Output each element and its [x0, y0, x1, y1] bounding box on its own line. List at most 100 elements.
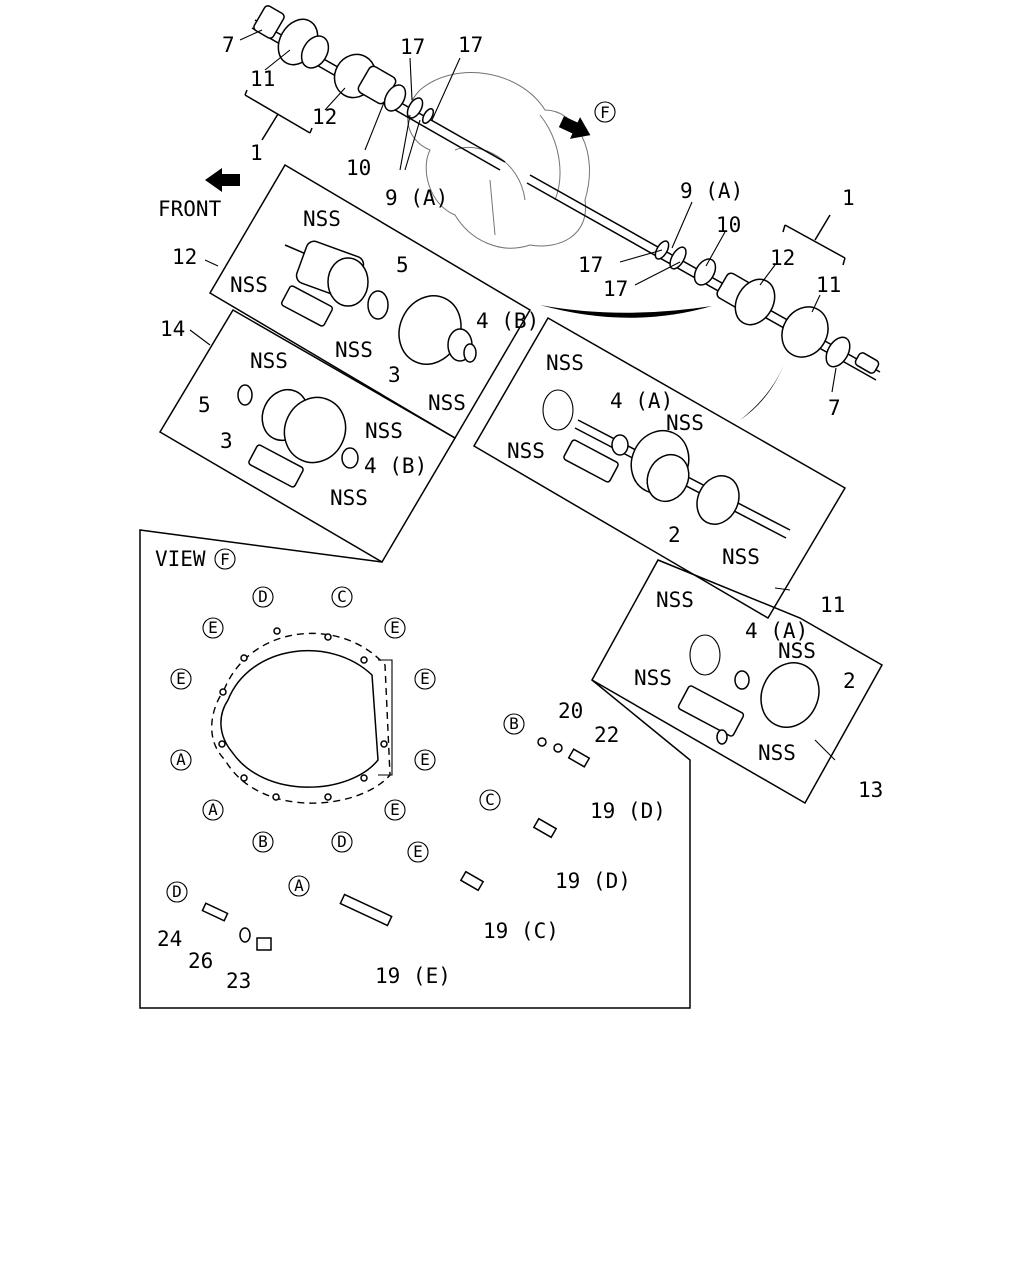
- marker-letter-d: D: [172, 882, 182, 901]
- nss-12-d: NSS: [428, 391, 466, 415]
- callout-12-top: 12: [312, 105, 337, 129]
- marker-letter-e: E: [420, 750, 430, 769]
- marker-letter-d: D: [258, 587, 268, 606]
- marker-letter-a: A: [294, 876, 304, 895]
- callout-22: 22: [594, 723, 619, 747]
- nss-12-a: NSS: [303, 207, 341, 231]
- view-f-panel: [139, 529, 691, 1009]
- nss-14-a: NSS: [250, 349, 288, 373]
- nss-11-a: NSS: [546, 351, 584, 375]
- marker-circle: [252, 586, 274, 608]
- nss-13-d: NSS: [758, 741, 796, 765]
- callout-4b-box14: 4 (B): [364, 454, 427, 478]
- callout-9a-right: 9 (A): [680, 179, 743, 203]
- marker-circle: [166, 881, 188, 903]
- marker-letter-e: E: [208, 618, 218, 637]
- callout-19e: 19 (E): [375, 964, 451, 988]
- bolt-hole: [218, 740, 226, 748]
- marker-letter-a: A: [208, 800, 218, 819]
- marker-letter-e: E: [413, 842, 423, 861]
- nss-11-b: NSS: [666, 411, 704, 435]
- marker-circle: [503, 713, 525, 735]
- callout-12-right: 12: [770, 246, 795, 270]
- kit-11-parts: [542, 389, 791, 539]
- marker-letter-b: B: [258, 832, 268, 851]
- marker-circle: [414, 749, 436, 771]
- bolt-hole: [380, 740, 388, 748]
- bolt-flange: [211, 632, 393, 804]
- callout-13-box: 13: [858, 778, 883, 802]
- callout-26: 26: [188, 949, 213, 973]
- callout-7-top: 7: [222, 33, 235, 57]
- nss-12-b: NSS: [230, 273, 268, 297]
- callout-19d-b: 19 (D): [555, 869, 631, 893]
- marker-circle: [331, 831, 353, 853]
- kit-13-parts: [677, 634, 820, 745]
- callout-1-left: 1: [250, 141, 263, 165]
- view-f-marker: F: [600, 103, 610, 122]
- front-arrow-icon: [205, 168, 240, 192]
- callout-3-box12: 3: [388, 363, 401, 387]
- callout-19c: 19 (C): [483, 919, 559, 943]
- callout-23: 23: [226, 969, 251, 993]
- callout-17-b: 17: [458, 33, 483, 57]
- differential-housing: [407, 72, 590, 249]
- marker-circle: [479, 789, 501, 811]
- marker-circle: [202, 799, 224, 821]
- marker-circle: [384, 799, 406, 821]
- nss-11-d: NSS: [722, 545, 760, 569]
- callout-17-d: 17: [603, 277, 628, 301]
- callout-19d-a: 19 (D): [590, 799, 666, 823]
- marker-letter-e: E: [420, 669, 430, 688]
- detail-pointer-11: [740, 362, 785, 420]
- marker-circle: [170, 749, 192, 771]
- callout-10-left: 10: [346, 156, 371, 180]
- kit-box-11: [472, 316, 847, 620]
- view-f-arrow-icon: [558, 116, 591, 139]
- callout-17-c: 17: [578, 253, 603, 277]
- marker-letter-e: E: [176, 669, 186, 688]
- bolt-hole: [324, 633, 332, 641]
- view-f-title-letter: F: [220, 550, 230, 569]
- callout-3-box14: 3: [220, 429, 233, 453]
- front-label: FRONT: [158, 197, 222, 221]
- marker-circle: [407, 841, 429, 863]
- right-shaft-assembly: [526, 174, 881, 381]
- callout-12-box: 12: [172, 245, 197, 269]
- bolt-hole: [272, 793, 280, 801]
- marker-circle: [331, 586, 353, 608]
- callout-5-box12: 5: [396, 253, 409, 277]
- callout-20: 20: [558, 699, 583, 723]
- callout-14-box: 14: [160, 317, 185, 341]
- marker-letter-c: C: [337, 587, 347, 606]
- marker-circle: [202, 617, 224, 639]
- nss-13-b: NSS: [778, 639, 816, 663]
- bolt-hole: [324, 793, 332, 801]
- callouts: 7 11 12 1 10 9 (A) 17 17 9 (A) 10 17 17 …: [155, 33, 883, 993]
- callout-1-right: 1: [842, 186, 855, 210]
- bolt-hole: [219, 688, 227, 696]
- marker-circle: [414, 668, 436, 690]
- callout-4b-box12: 4 (B): [476, 309, 539, 333]
- detail-pointer-12: [540, 305, 712, 318]
- leader-lines: [189, 29, 837, 761]
- callout-7-right: 7: [828, 396, 841, 420]
- nss-14-c: NSS: [330, 486, 368, 510]
- view-f-title: VIEW: [155, 547, 206, 571]
- callout-2-box13: 2: [843, 669, 856, 693]
- callout-24: 24: [157, 927, 182, 951]
- bolt-hole: [240, 654, 248, 662]
- callout-11-top: 11: [250, 67, 275, 91]
- callout-4a-box13: 4 (A): [745, 619, 808, 643]
- marker-letter-e: E: [390, 618, 400, 637]
- callout-4a-box11: 4 (A): [610, 389, 673, 413]
- bolt-hole: [360, 656, 368, 664]
- callout-5-box14: 5: [198, 393, 211, 417]
- bolt-hole: [273, 627, 281, 635]
- left-shaft-assembly: [251, 5, 506, 171]
- nss-13-c: NSS: [634, 666, 672, 690]
- marker-letter-a: A: [176, 750, 186, 769]
